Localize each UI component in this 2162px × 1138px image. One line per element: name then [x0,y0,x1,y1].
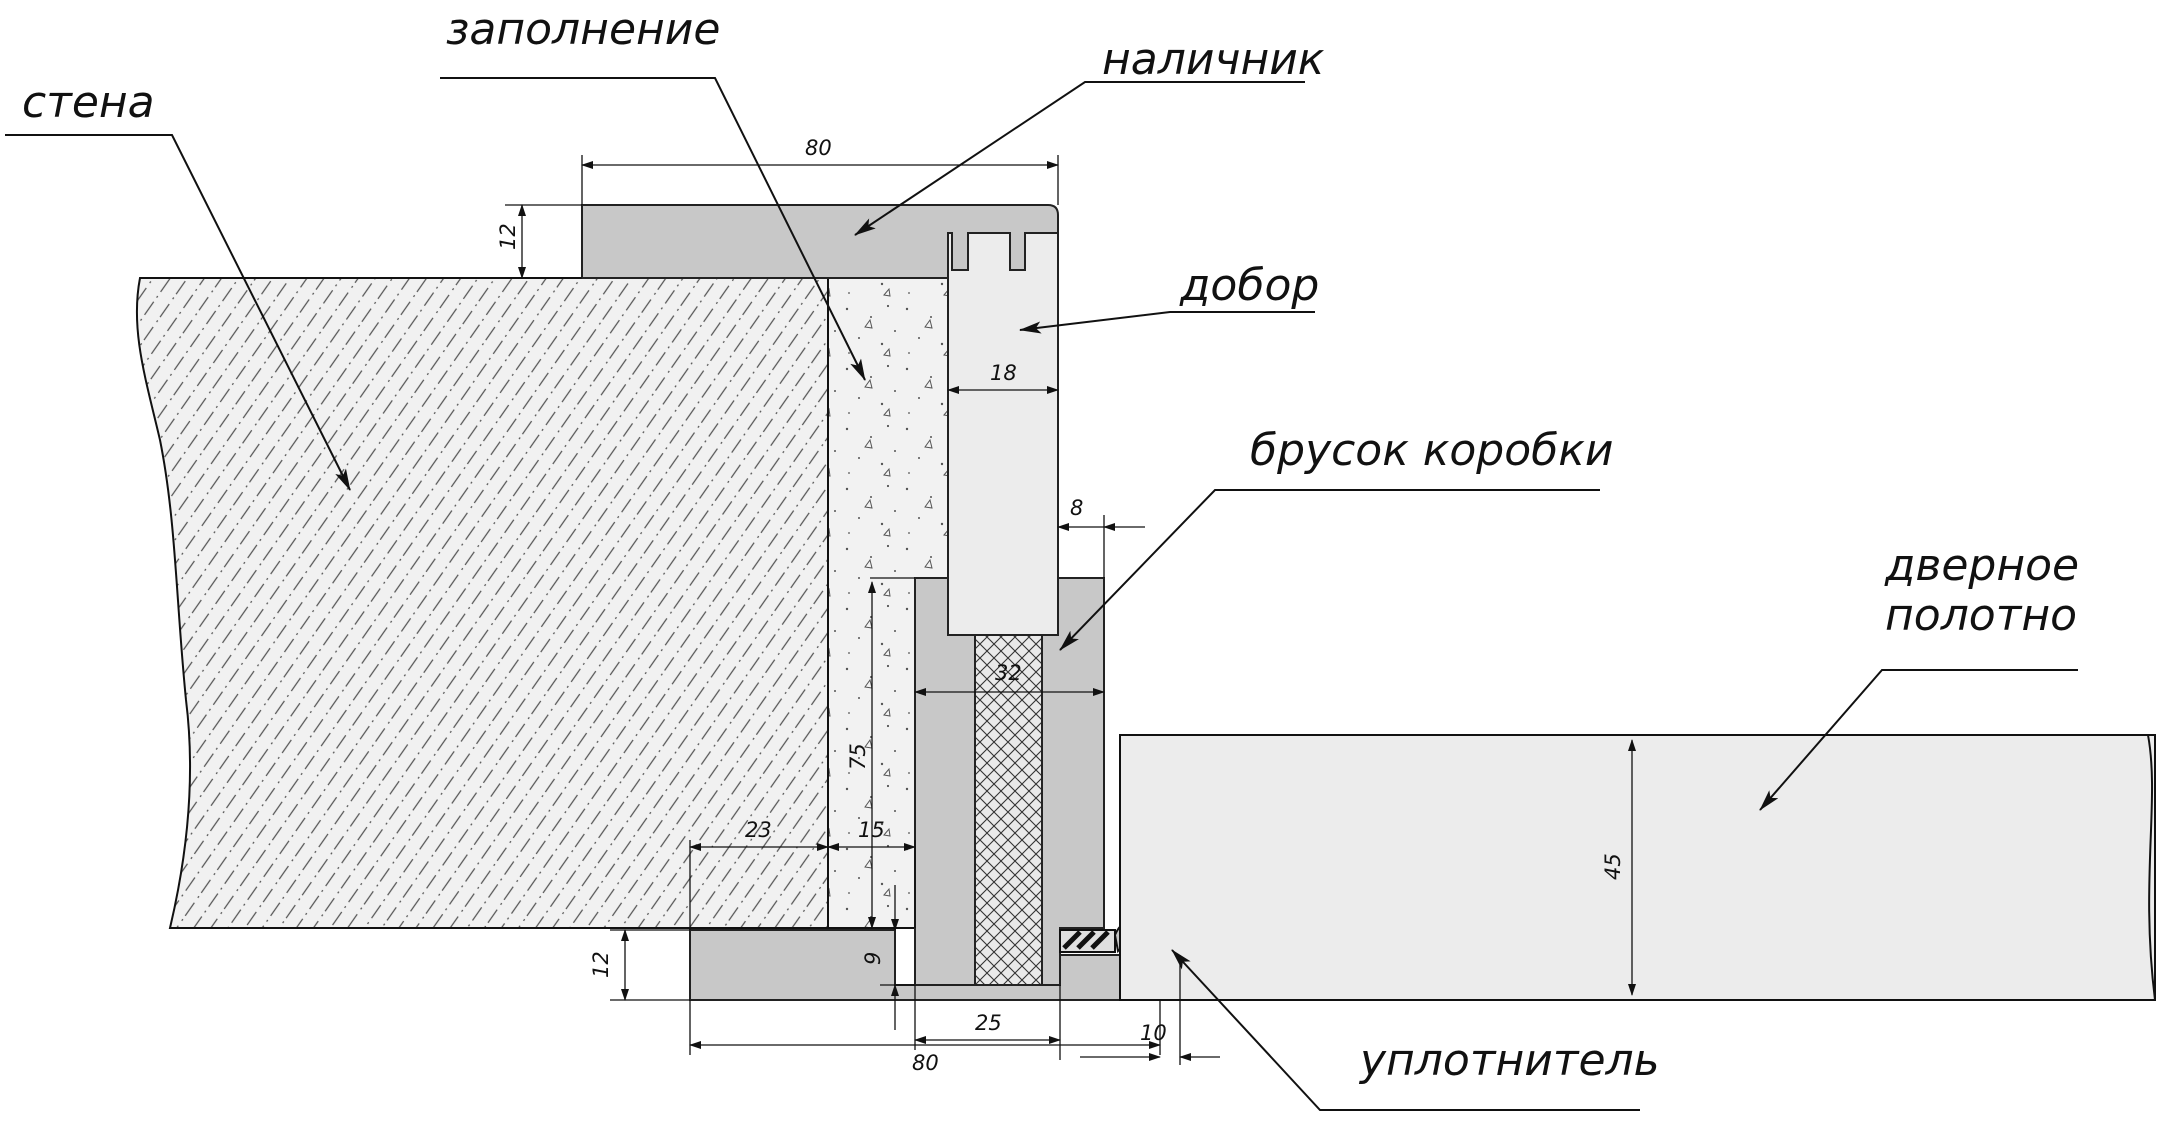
dim-casing-bottom-width: 80 [912,1051,939,1075]
label-frame-bar: брусок коробки [1250,425,1613,476]
dim-casing-top-width: 80 [805,136,832,160]
label-extension: добор [1179,260,1319,311]
door-leaf [1119,734,2156,1001]
frame-core-insulation [974,634,1043,986]
dim-extension-thickness: 18 [990,361,1017,385]
label-wall: стена [22,77,155,128]
wall-section [135,277,829,929]
extension-board [947,232,1059,636]
dim-seal-offset: 10 [1140,1021,1167,1045]
dim-frame-depth: 75 [846,743,870,770]
label-door-leaf-line2: полотно [1885,590,2077,641]
label-casing: наличник [1102,34,1325,85]
label-door-leaf-line1: дверное [1884,540,2079,591]
label-filling: заполнение [446,4,720,55]
dim-gap: 15 [858,818,885,842]
dim-bottom-gap: 9 [861,952,885,965]
label-seal: уплотнитель [1358,1035,1660,1086]
dimension-lines [505,155,1636,1065]
leader-lines [5,77,2078,1111]
dim-casing-bottom-thickness: 12 [589,951,613,978]
bottom-casing [689,929,1161,1001]
dim-wall-overlap: 23 [745,818,772,842]
dim-door-thickness: 45 [1601,853,1625,880]
dim-frame-width: 32 [995,661,1022,685]
dim-extension-offset: 8 [1070,496,1083,520]
dim-frame-rebate: 25 [975,1011,1002,1035]
dim-casing-top-thickness: 12 [496,223,520,250]
